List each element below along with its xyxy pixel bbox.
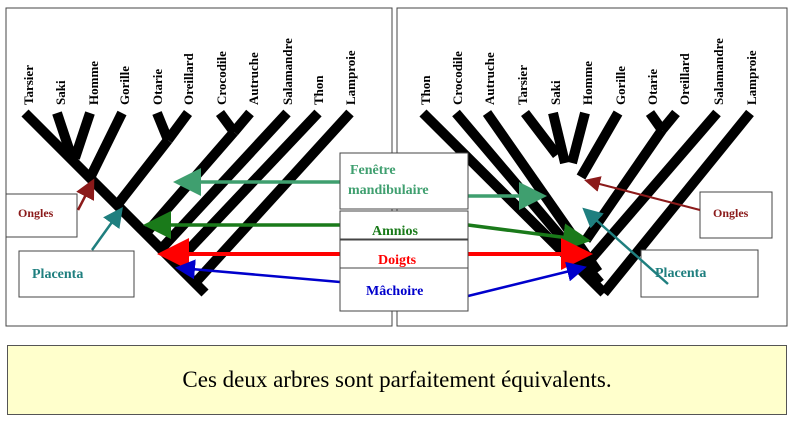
right-taxon: Homme [580,61,595,105]
amnios-label: Amnios [372,224,418,239]
right-taxon: Otarie [645,69,660,105]
fenetre-box [339,152,469,210]
machoire-arrow-left [175,259,341,284]
left-taxon: Saki [53,80,68,105]
doigts-label: Doigts [378,253,417,268]
right-ongles-arrow [584,176,701,211]
right-taxon: Saki [548,80,563,105]
right-taxon: Autruche [482,52,497,105]
left-taxa: Tarsier Saki Homme Gorille Otarie Oreill… [21,38,358,105]
fenetre-label-line2: mandibulaire [348,183,429,198]
right-ongles-label: Ongles [713,206,749,220]
left-taxon: Crocodile [214,51,229,105]
left-taxon: Salamandre [280,38,295,105]
left-ongles-box [5,193,78,238]
left-taxon: Homme [86,61,101,105]
machoire-arrow-right [467,261,587,298]
right-placenta-box [640,249,759,298]
amnios-arrow-right [467,223,591,252]
fenetre-label-line1: Fenêtre [350,163,396,178]
right-taxon: Salamandre [711,38,726,105]
left-taxon: Thon [311,75,326,105]
right-taxon: Tarsier [515,65,530,105]
cladogram-comparison: Tarsier Saki Homme Gorille Otarie Oreill… [5,7,788,327]
right-taxon: Thon [418,75,433,105]
left-placenta-arrow [90,206,123,251]
left-taxon: Tarsier [21,65,36,105]
left-taxon: Gorille [117,66,132,105]
right-ongles-box [699,191,773,239]
left-placenta-box [18,250,135,298]
caption-text: Ces deux arbres sont parfaitement équiva… [182,367,612,392]
doigts-box [339,239,469,269]
caption-box: Ces deux arbres sont parfaitement équiva… [7,345,787,415]
left-ongles-label: Ongles [18,206,54,220]
left-ongles-arrow [76,178,95,211]
right-placenta-label: Placenta [655,266,706,281]
amnios-box [339,210,469,240]
machoire-box [339,267,469,312]
left-taxon: Lamproie [343,50,358,105]
left-taxon: Oreillard [181,52,196,105]
right-placenta-arrow [582,207,669,285]
left-taxon: Otarie [150,69,165,105]
right-taxon: Gorille [613,66,628,105]
right-taxon: Lamproie [744,50,759,105]
right-taxon: Oreillard [677,52,692,105]
left-placenta-label: Placenta [32,267,83,282]
machoire-label: Mâchoire [366,284,423,299]
right-taxon: Crocodile [450,51,465,105]
right-taxa: Thon Crocodile Autruche Tarsier Saki Hom… [418,38,759,105]
left-taxon: Autruche [246,52,261,105]
